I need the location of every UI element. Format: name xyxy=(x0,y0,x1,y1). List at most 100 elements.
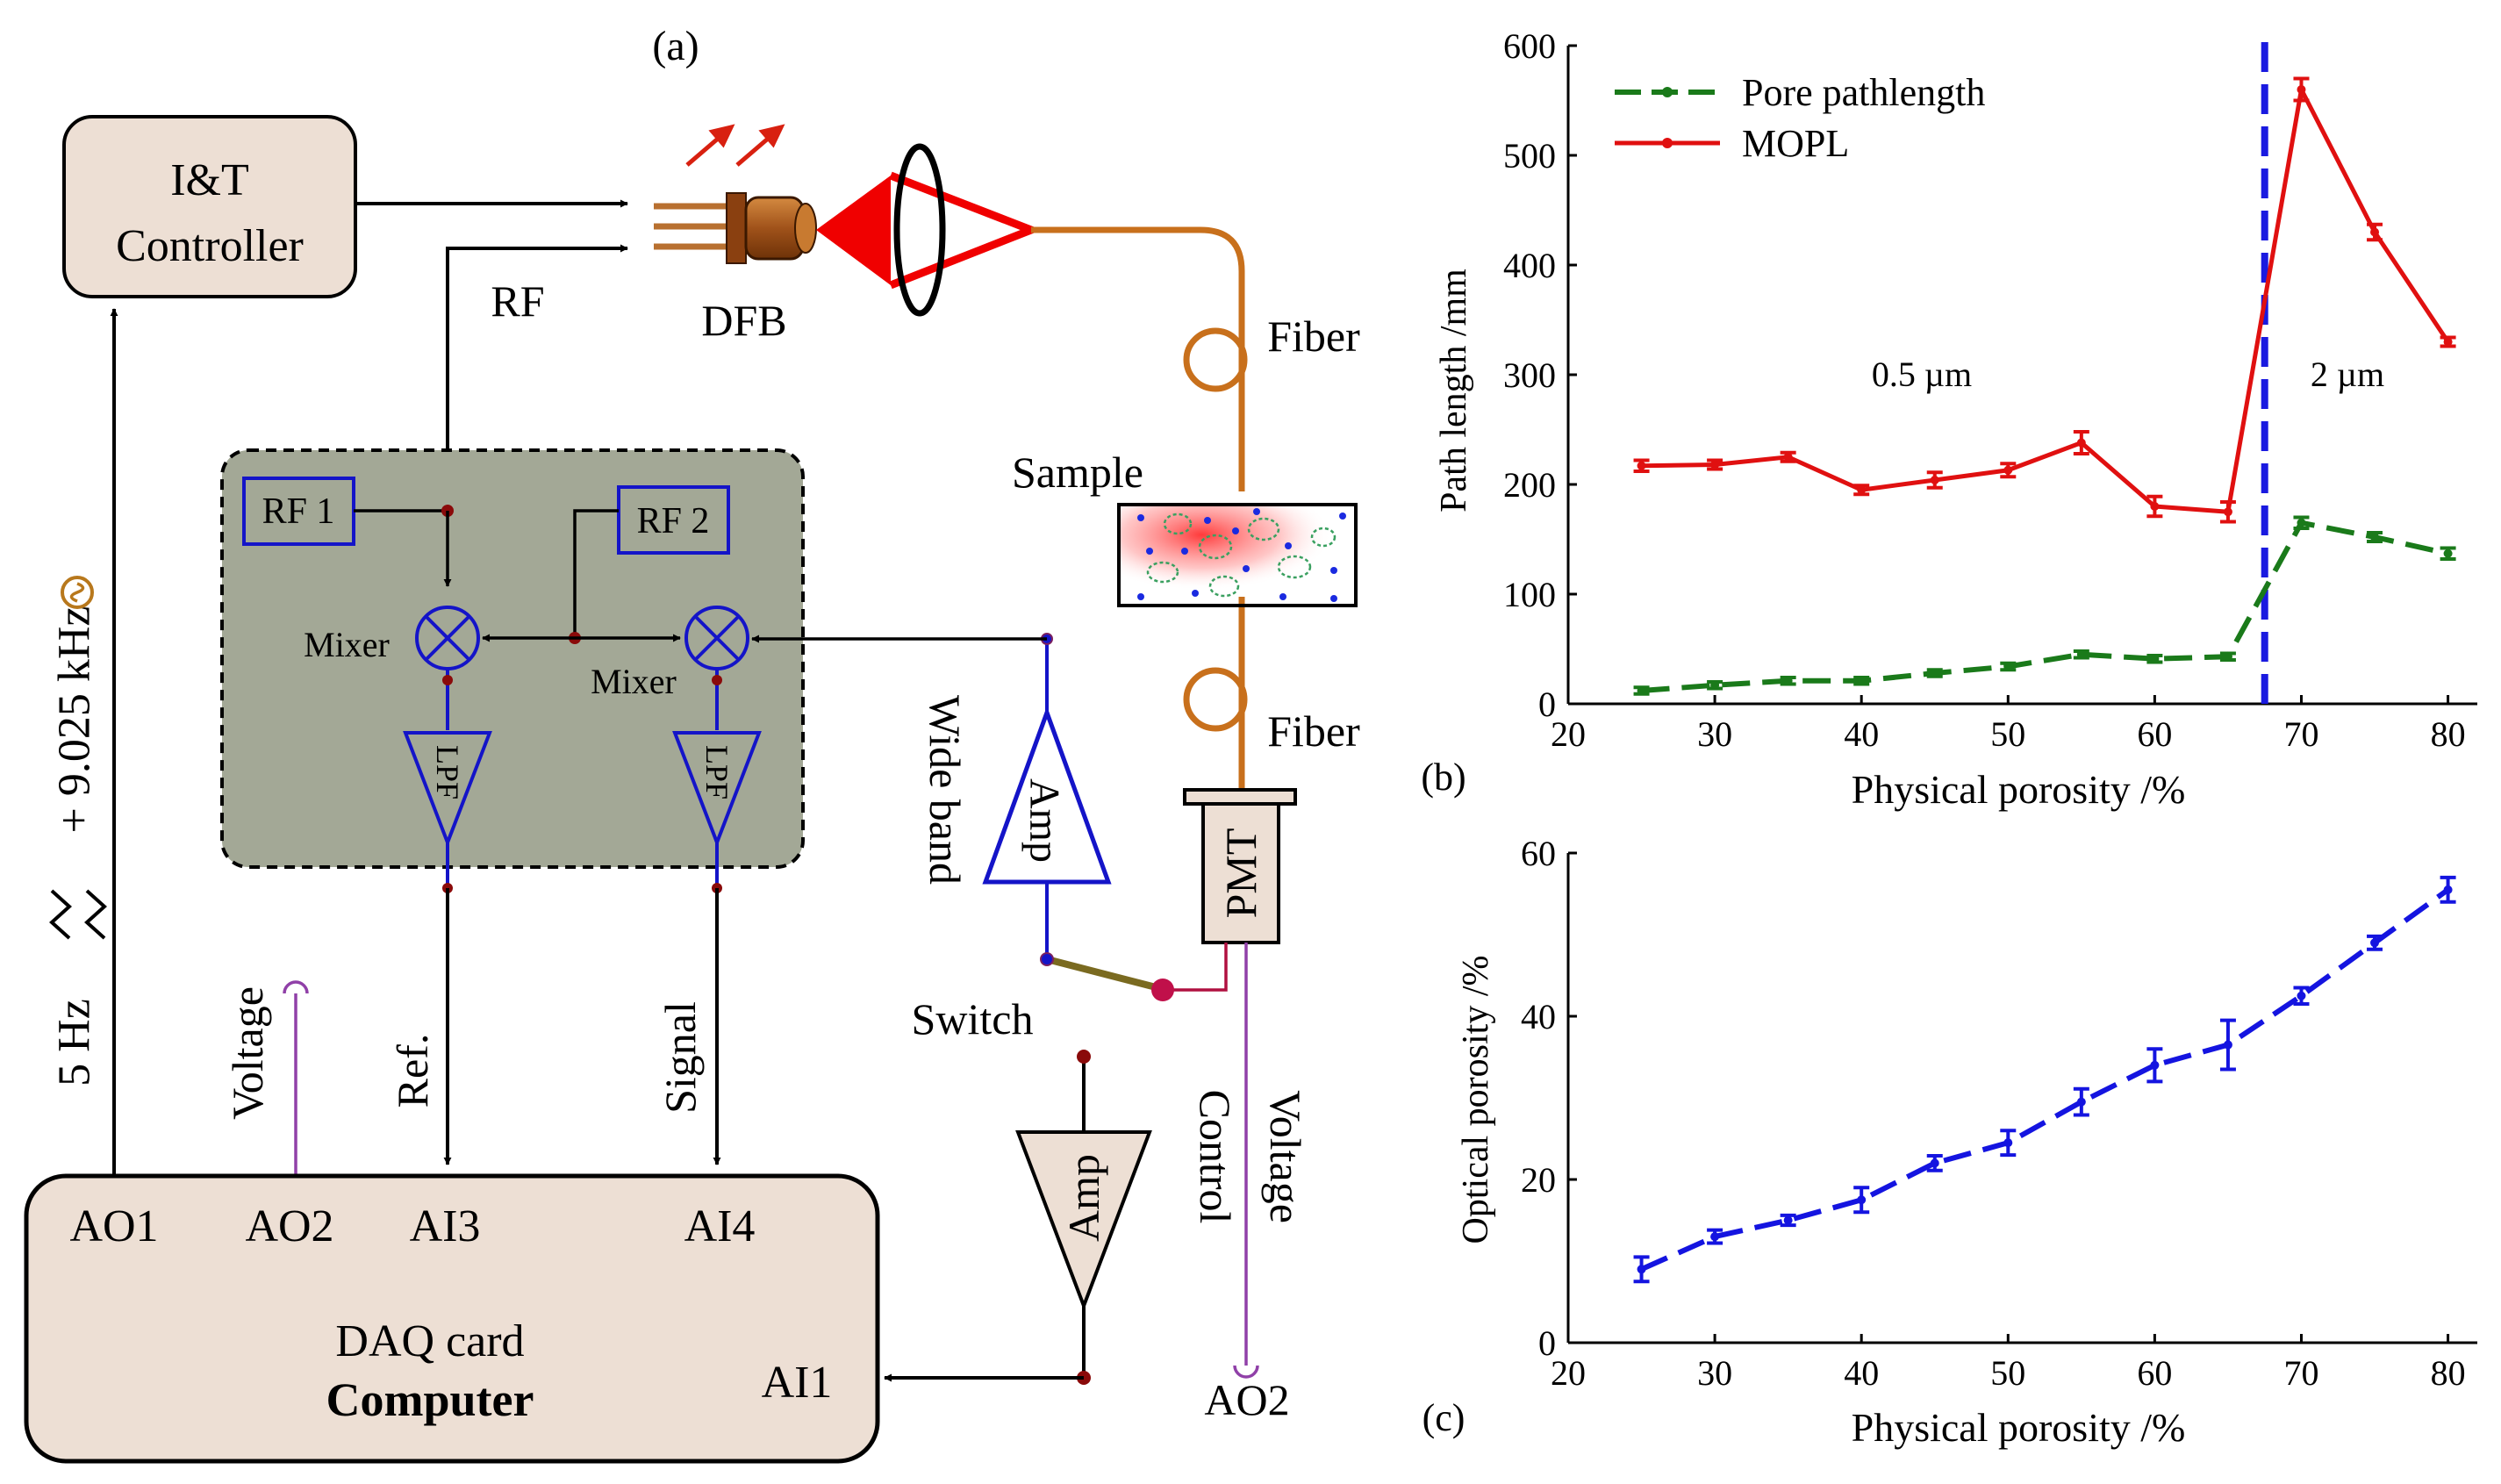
b-x-tick-label: 80 xyxy=(2431,714,2466,754)
c-y-tick-label: 20 xyxy=(1521,1160,1556,1200)
b-series-1-line xyxy=(1641,87,2450,514)
legend-label-pore: Pore pathlength xyxy=(1742,71,1985,114)
b-y-tick-label: 400 xyxy=(1503,246,1556,285)
dfb-laser-icon xyxy=(654,192,817,264)
b-series-1-point xyxy=(2076,438,2086,448)
chart-c-x-axis-label: Physical porosity /% xyxy=(1852,1405,2186,1450)
ai4-label: AI4 xyxy=(684,1201,756,1251)
c-series-0-point xyxy=(2223,1040,2232,1050)
chart-c-series xyxy=(1633,875,2456,1284)
chart-b-x-axis-label: Physical porosity /% xyxy=(1852,767,2186,812)
b-series-0-line xyxy=(1641,520,2449,693)
mixer2-label: Mixer xyxy=(591,662,677,701)
controller-box: I&T Controller xyxy=(62,115,357,298)
b-x-tick-label: 30 xyxy=(1697,714,1732,754)
b-series-0-point xyxy=(1930,669,1939,677)
b-series-0-point xyxy=(2370,533,2380,541)
b-x-tick-label: 20 xyxy=(1551,714,1586,754)
b-series-0-point xyxy=(1783,676,1793,685)
modulation-5hz-label: 5 Hz xyxy=(50,999,100,1086)
b-x-tick-label: 70 xyxy=(2283,714,2318,754)
b-series-0-point xyxy=(2443,548,2453,558)
ref-label: Ref. xyxy=(388,1034,437,1108)
rf-to-dfb-arrow xyxy=(446,244,628,509)
ao2-connector-icon xyxy=(1233,1365,1259,1379)
daq-card-label: DAQ card xyxy=(335,1316,524,1366)
control-voltage-label: Voltage xyxy=(1261,1090,1310,1223)
lpf2-label: LPF xyxy=(699,745,735,799)
c-series-0-point xyxy=(2076,1097,2086,1107)
pmt-detector: PMT xyxy=(1183,788,1297,944)
chart-b-annotation-2um: 2 µm xyxy=(2311,355,2384,394)
sine-source-icon xyxy=(61,576,94,609)
ao2-bottom-label: AO2 xyxy=(1204,1375,1289,1424)
c-series-0-line xyxy=(1640,887,2450,1273)
chart-b-series xyxy=(1633,37,2456,704)
b-series-1-point xyxy=(2223,507,2232,517)
c-x-tick-label: 40 xyxy=(1844,1353,1879,1393)
chart-b-panel-label: (b) xyxy=(1421,756,1465,799)
c-y-tick-label: 60 xyxy=(1521,834,1556,873)
c-series-0-point xyxy=(1710,1232,1720,1242)
b-series-0-point xyxy=(1710,680,1720,690)
mixer1-label: Mixer xyxy=(304,625,390,664)
switch-pivot xyxy=(1151,979,1174,1001)
b-series-0-point xyxy=(1857,676,1867,685)
pmt-label: PMT xyxy=(1216,828,1265,919)
c-y-tick-label: 40 xyxy=(1521,997,1556,1036)
chart-c-panel-label: (c) xyxy=(1422,1396,1465,1439)
sample-cell-icon xyxy=(1117,503,1358,607)
b-series-0-point xyxy=(2003,662,2013,671)
legend-label-mopl: MOPL xyxy=(1742,122,1849,165)
emission-arrows-icon xyxy=(685,124,785,167)
b-series-1-point xyxy=(2003,465,2013,475)
chart-b-y-axis-label: Path length /mm xyxy=(1434,269,1474,513)
modulation-9khz-label: + 9.025 kHz xyxy=(50,606,100,834)
b-x-tick-label: 60 xyxy=(2137,714,2172,754)
wide-band-label: Wide band xyxy=(921,695,970,885)
fiber-label-top: Fiber xyxy=(1267,312,1360,361)
chart-b-annotation-0-5um: 0.5 µm xyxy=(1872,355,1972,394)
lens-beam-icon xyxy=(816,143,1043,317)
c-series-0-point xyxy=(1857,1195,1867,1205)
c-series-0-point xyxy=(2150,1060,2160,1070)
b-series-1-point xyxy=(1783,452,1793,462)
b-series-1-point xyxy=(1857,485,1867,495)
rf2-label: RF 2 xyxy=(637,501,710,541)
signal-label: Signal xyxy=(656,1001,705,1114)
ao2-voltage-connector-icon xyxy=(283,980,309,994)
c-x-tick-label: 30 xyxy=(1697,1353,1732,1393)
rf-label: RF xyxy=(491,276,544,326)
b-x-tick-label: 50 xyxy=(1990,714,2025,754)
b-series-1-point xyxy=(2443,337,2453,347)
triangle-wave-icon xyxy=(49,889,107,940)
controller-label-bottom: Controller xyxy=(116,221,304,271)
chart-c-y-axis-label: Optical porosity /% xyxy=(1456,956,1496,1244)
c-series-0-point xyxy=(1637,1265,1646,1274)
computer-label: Computer xyxy=(326,1373,534,1426)
b-y-tick-label: 500 xyxy=(1503,136,1556,176)
pmt-output-wire xyxy=(1165,943,1228,992)
fiber-label-bottom: Fiber xyxy=(1267,706,1360,756)
controller-label-top: I&T xyxy=(170,155,249,205)
daq-ao2-label: AO2 xyxy=(245,1201,333,1251)
b-y-tick-label: 300 xyxy=(1503,355,1556,395)
b-series-1-point xyxy=(1637,461,1646,470)
chart-c-axes xyxy=(1566,853,2477,1344)
mixer-block: RF 1 RF 2 Mixer Mixer xyxy=(220,448,1047,888)
dfb-label: DFB xyxy=(701,296,786,345)
b-series-0-point xyxy=(2076,649,2086,659)
ai3-label: AI3 xyxy=(410,1201,481,1251)
b-y-tick-label: 0 xyxy=(1538,685,1556,724)
c-series-0-point xyxy=(2297,991,2306,1000)
c-series-0-point xyxy=(2443,885,2453,894)
rf1-label: RF 1 xyxy=(262,491,335,532)
b-series-0-point xyxy=(2150,654,2160,663)
ai1-label: AI1 xyxy=(762,1358,833,1408)
low-amplifier: Amp xyxy=(1015,1050,1152,1385)
